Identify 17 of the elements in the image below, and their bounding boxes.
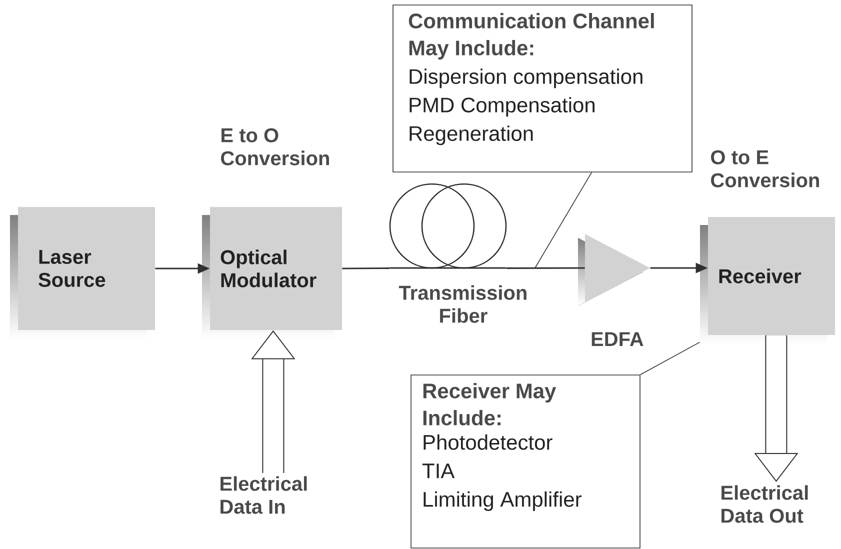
- fiber-line: [506, 267, 585, 269]
- process-box: Receiver: [700, 217, 835, 345]
- process-box: Laser Source: [10, 207, 155, 340]
- leader-line: [640, 342, 700, 375]
- process-box: Optical Modulator: [202, 207, 342, 340]
- callout-box: Communication Channel May Include: Dispersion compensation PMD Compensation Regeneration: [392, 4, 692, 172]
- caption-label: E to O Conversion: [221, 128, 329, 166]
- fiber-line: [342, 267, 390, 270]
- caption-label: O to E Conversion: [711, 150, 819, 188]
- callout-box: Receiver May Include: Photodetector TIA Limiting Amplifier: [410, 374, 640, 548]
- caption-label: EDFA: [592, 332, 644, 346]
- fiber-coil-drawing: [389, 183, 507, 269]
- amplifier-triangle: [578, 234, 650, 306]
- signal-label: Electrical Data In: [220, 476, 307, 514]
- signal-label: Electrical Data Out: [722, 485, 808, 523]
- caption-label: Transmission Fiber: [398, 285, 526, 323]
- leader-line: [534, 172, 592, 268]
